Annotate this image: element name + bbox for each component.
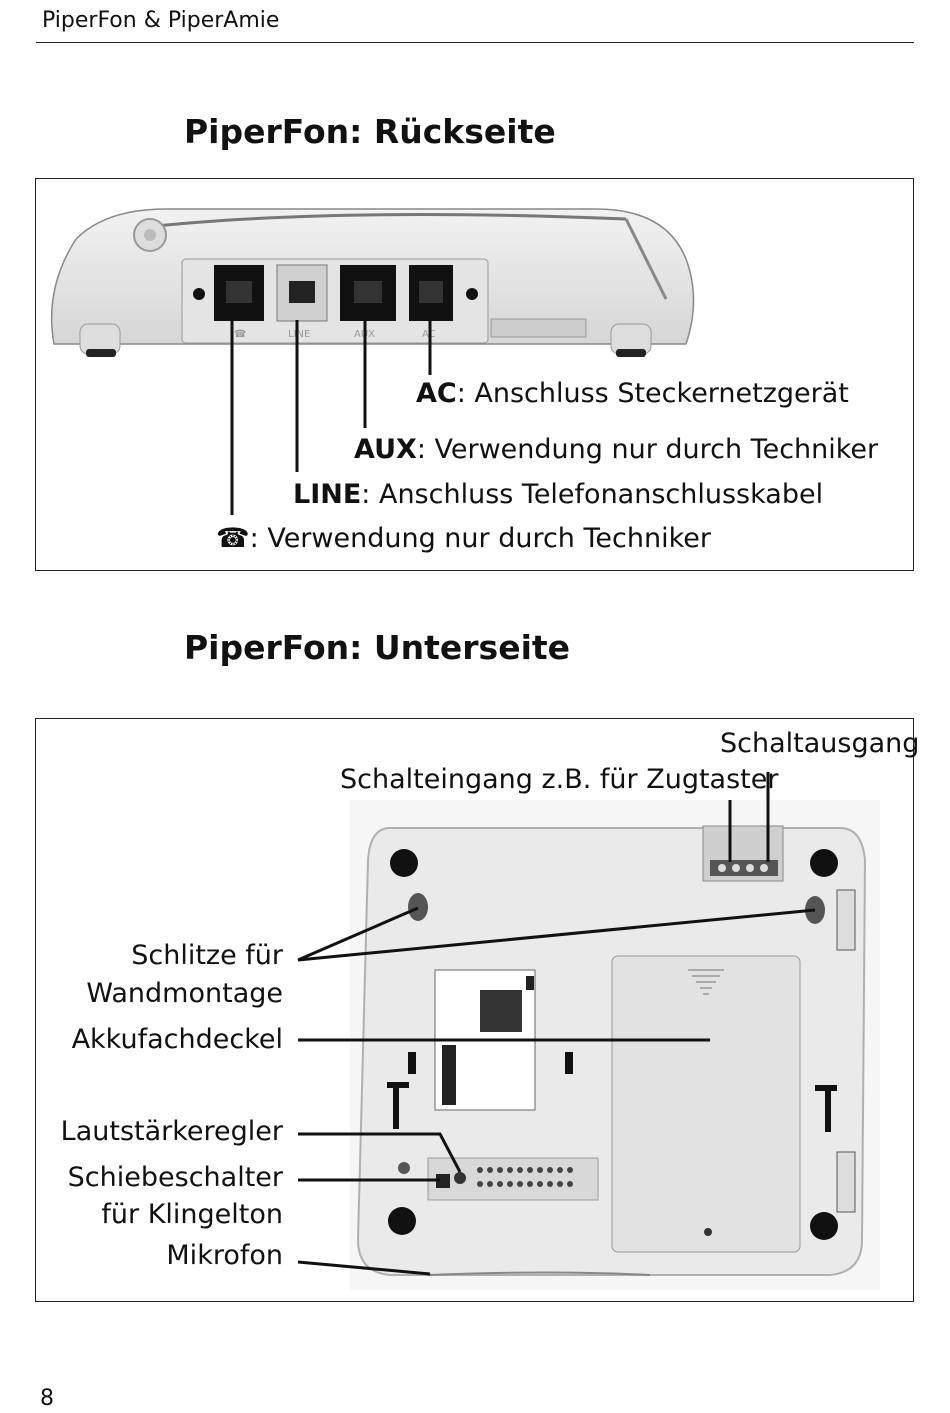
callout-schlitze-line2: Wandmontage [86, 978, 283, 1009]
bottom-leader-lines [297, 772, 816, 1276]
callout-ac: AC: Anschluss Steckernetzgerät [416, 378, 849, 409]
section-title-back: PiperFon: Rückseite [184, 112, 556, 151]
section-title-bottom: PiperFon: Unterseite [184, 628, 571, 667]
jack-ac [409, 265, 453, 321]
running-header: PiperFon & PiperAmie [42, 8, 280, 33]
jack-label-phone: ☎ [234, 329, 246, 340]
callout-lautstaerkeregler: Lautstärkeregler [60, 1116, 283, 1147]
callout-schaltausgang: Schaltausgang [720, 728, 920, 759]
header-rule [36, 42, 914, 43]
callout-aux: AUX: Verwendung nur durch Techniker [354, 434, 879, 465]
phone-icon: ☎ [216, 523, 250, 554]
callout-schalteingang: Schalteingang z.B. für Zugtaster [340, 764, 779, 795]
callout-akkufachdeckel: Akkufachdeckel [71, 1024, 283, 1055]
callout-phone: ☎: Verwendung nur durch Techniker [216, 523, 711, 554]
jack-phone [214, 265, 264, 321]
jack-label-line: LINE [288, 329, 310, 340]
callout-schlitze-line1: Schlitze für [131, 940, 283, 971]
callout-line: LINE: Anschluss Telefonanschlusskabel [293, 479, 824, 510]
jack-aux [340, 265, 396, 321]
device-back-illustration: ☎ LINE AUX AC [50, 208, 695, 357]
back-leader-lines [230, 320, 432, 515]
jack-line [276, 264, 328, 322]
page-number: 8 [40, 1386, 54, 1411]
callout-mikrofon: Mikrofon [166, 1240, 283, 1271]
callout-schiebeschalter-line1: Schiebeschalter [67, 1162, 283, 1193]
callout-schiebeschalter-line2: für Klingelton [101, 1199, 283, 1230]
